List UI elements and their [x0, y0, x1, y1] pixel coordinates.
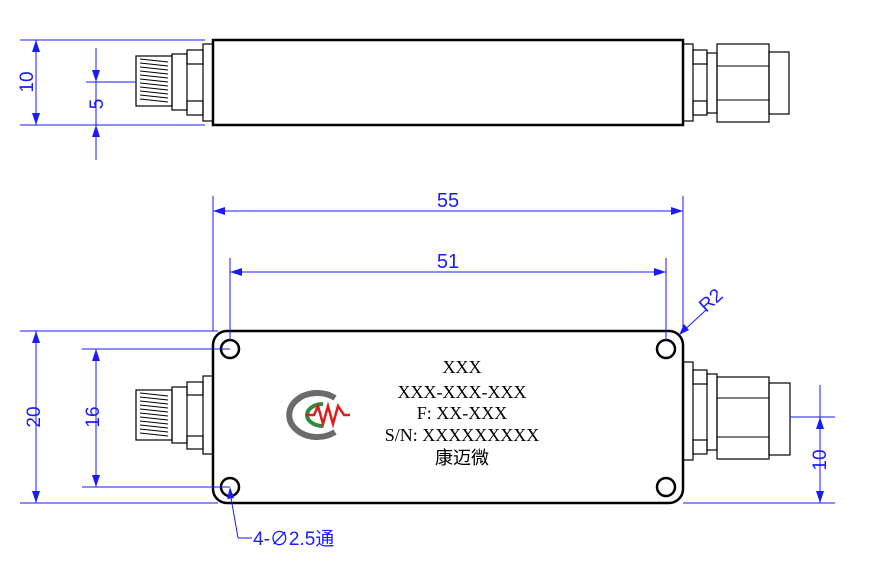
thread-line	[139, 392, 169, 397]
thread-line	[139, 62, 169, 67]
thread-line	[139, 396, 169, 401]
top-dim-holes-label: 4-∅2.5通	[253, 528, 334, 550]
thread-line	[139, 74, 169, 79]
top-dim-width-16-label: 16	[83, 406, 104, 427]
thread-line	[139, 420, 169, 425]
thread-line	[139, 416, 169, 421]
top-dim-length-55: 55	[212, 190, 684, 331]
side-view: 10 5	[17, 38, 790, 160]
top-view: 55 51 R2 20	[20, 190, 835, 550]
nameplate-line1: XXX	[443, 357, 482, 377]
top-right-connector	[682, 361, 791, 461]
nameplate: XXX XXX-XXX-XXX F: XX-XXX S/N: XXXXXXXXX…	[385, 357, 540, 468]
nameplate-line4: S/N: XXXXXXXXX	[385, 425, 540, 445]
side-right-flange	[682, 43, 694, 122]
hole-top-right	[655, 338, 677, 360]
top-dim-radius-label: R2	[695, 285, 727, 317]
thread-line	[139, 400, 169, 405]
side-left-flange	[202, 43, 214, 122]
top-dim-holes: 4-∅2.5通	[227, 487, 334, 550]
thread-line	[139, 404, 169, 409]
thread-line	[139, 98, 169, 103]
thread-line	[139, 70, 169, 75]
thread-line	[139, 432, 169, 437]
thread-line	[139, 66, 169, 71]
nameplate-line3: F: XX-XXX	[417, 403, 508, 423]
top-dim-radius: R2	[678, 285, 727, 336]
cmw-logo	[286, 390, 350, 440]
side-body	[211, 38, 685, 127]
side-right-connector	[692, 43, 790, 123]
top-dim-width-20-label: 20	[24, 406, 45, 427]
top-dim-right-10-label: 10	[810, 449, 831, 470]
top-dim-length-55-label: 55	[437, 190, 459, 212]
top-dim-width-16: 16	[82, 348, 230, 488]
thread-line	[139, 424, 169, 429]
nameplate-line2: XXX-XXX-XXX	[398, 382, 527, 402]
thread-line	[139, 90, 169, 95]
top-dim-width-20: 20	[20, 330, 218, 504]
top-left-connector	[135, 375, 214, 455]
side-left-connector	[135, 49, 204, 116]
top-dim-length-51: 51	[229, 251, 667, 340]
side-dim-height-label: 10	[17, 71, 38, 92]
nameplate-line5: 康迈微	[435, 448, 489, 468]
thread-line	[139, 428, 169, 433]
side-dim-center: 5	[86, 48, 136, 160]
top-dim-length-51-label: 51	[437, 251, 459, 273]
thread-line	[139, 82, 169, 87]
hole-bottom-right	[655, 476, 677, 498]
thread-line	[139, 86, 169, 91]
side-dim-height: 10	[17, 39, 205, 126]
side-dim-center-label: 5	[87, 99, 108, 110]
top-dim-right-10: 10	[683, 385, 835, 504]
thread-line	[139, 58, 169, 63]
thread-line	[139, 78, 169, 83]
thread-line	[139, 408, 169, 413]
thread-line	[139, 412, 169, 417]
thread-line	[139, 94, 169, 99]
